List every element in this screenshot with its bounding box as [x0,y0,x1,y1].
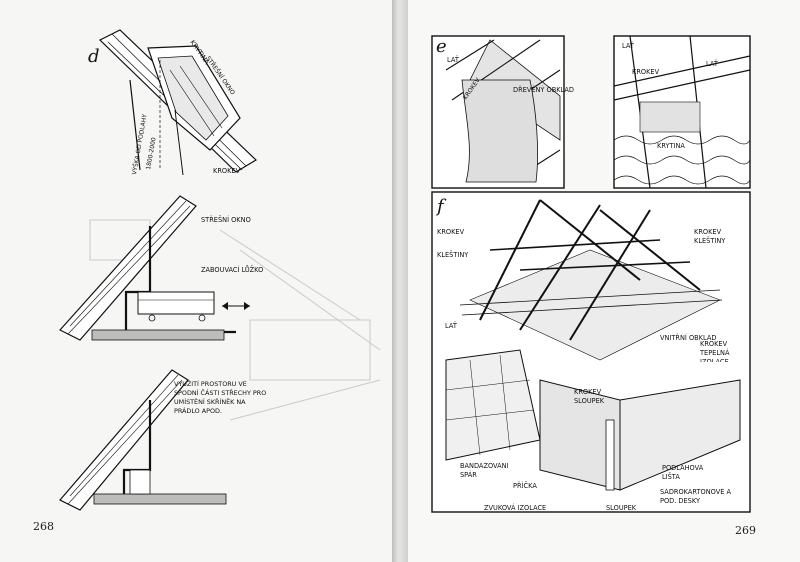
roof-slope-middle [59,195,197,341]
figure-e-left: e LAŤ KROKEV DŘEVĚNÝ OBKLAD [431,35,574,189]
label-vyska-range: 1800-2000 [145,137,158,171]
drywall-panel [619,379,741,491]
label-pricka: PŘÍČKA [513,481,537,490]
rafters [479,199,701,341]
left-page: d KRYTINA [0,0,392,562]
figure-middle: STŘEŠNÍ OKNO ZABOUVACÍ LŮŽKO [59,195,263,341]
label-krokev-e2: KROKEV [632,68,660,76]
label-vnitrni-obklad: VNITŘNÍ OBKLAD [660,333,716,342]
label-krokev: KROKEV [213,167,241,175]
label-bandazovani-spar: BANDÁŽOVÁNÍ SPÁR [460,462,509,479]
label-krokev-klestiny: KROKEV KLEŠTINY [694,228,726,245]
left-page-illustrations: d KRYTINA [59,29,381,511]
recessed-bed [137,291,215,315]
label-krokev-f: KROKEV [437,228,465,236]
figure-d: d KRYTINA [88,29,257,175]
label-krokev-tepelna-izolace: KROKEV TEPELNÁ IZOLACE [700,340,730,362]
figure-bottom: VYUŽITÍ PROSTORU VE SPODNÍ ČÁSTI STŘECHY… [59,369,267,511]
figure-d-letter: d [88,46,100,67]
right-page-illustrations: e LAŤ KROKEV DŘEVĚNÝ OBKLAD [431,35,751,513]
label-zabouvaci-luzko: ZABOUVACÍ LŮŽKO [201,265,263,274]
label-sloupek: SLOUPEK [606,504,637,512]
label-klestiny-f: KLEŠTINY [437,250,469,259]
bleed-through-ghost [89,219,381,421]
stud-post [605,419,615,491]
label-stresni-okno-2: STŘEŠNÍ OKNO [201,215,251,224]
figure-f: f [431,191,751,513]
label-dreveny-obklad: DŘEVĚNÝ OBKLAD [513,85,574,94]
label-lat-e: LAŤ [447,55,460,64]
floor-slab [91,329,225,341]
right-page: e LAŤ KROKEV DŘEVĚNÝ OBKLAD [408,0,800,562]
label-sadrokartonove: SÁDROKARTONOVÉ A POD. DESKY [660,488,731,505]
roof-slope-bottom [59,369,189,511]
figure-e-right: LAŤ KROKEV LAŤ KRYTINA [613,35,751,189]
label-lat-e2: LAŤ [622,41,635,50]
page-number-left: 268 [33,520,54,533]
label-lat-e3: LAŤ [706,59,719,68]
page-number-right: 269 [735,524,756,537]
label-zvukova-izolace: ZVUKOVÁ IZOLACE [484,503,546,512]
label-krytina-e: KRYTINA [657,142,685,150]
label-lat-f: LAŤ [445,321,458,330]
label-vyuziti-prostoru: VYUŽITÍ PROSTORU VE SPODNÍ ČÁSTI STŘECHY… [174,380,267,415]
storage-cabinet [129,469,151,495]
label-podlahova-lista: PODLAHOVÁ LIŠTA [662,464,704,481]
book-gutter [392,0,408,562]
figure-e-letter: e [436,36,447,57]
label-krokev-sloupek: KROKEV SLOUPEK [574,388,605,405]
